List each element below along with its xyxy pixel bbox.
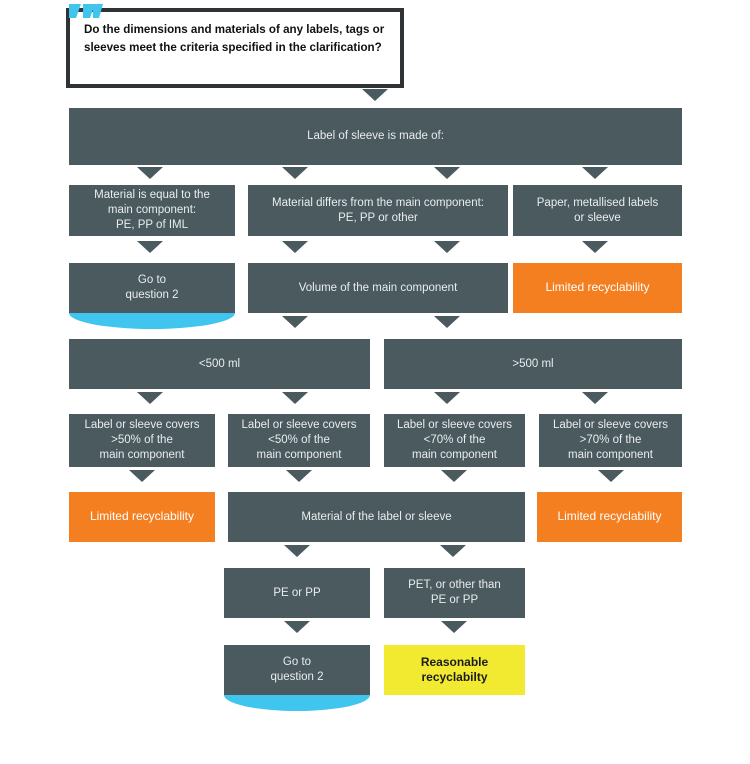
arrow-under500-to-covers-gt50 (137, 392, 163, 404)
goto-drip-top (69, 313, 235, 329)
arrow-pet-to-reasonable (441, 621, 467, 633)
arrow-material-equal-to-goto (137, 241, 163, 253)
node-label-made-of: Label of sleeve is made of: (69, 108, 682, 165)
node-covers-lt70: Label or sleeve covers <70% of the main … (384, 414, 525, 467)
node-volume-main-component: Volume of the main component (248, 263, 508, 313)
question-text: Do the dimensions and materials of any l… (84, 23, 385, 54)
arrow-material-to-pet-other (440, 545, 466, 557)
arrow-label-to-material-differs-right (434, 167, 460, 179)
arrow-covers-lt70-to-material (441, 470, 467, 482)
arrow-covers-lt50-to-material (286, 470, 312, 482)
node-goto-question-2-bottom: Go to question 2 (224, 645, 370, 695)
arrow-pe-or-pp-to-goto (284, 621, 310, 633)
node-reasonable-recyclability: Reasonable recyclabilty (384, 645, 525, 695)
arrow-paper-to-limited (582, 241, 608, 253)
node-material-equal: Material is equal to the main component:… (69, 185, 235, 236)
node-limited-recyclability-right: Limited recyclability (537, 492, 682, 542)
arrow-covers-gt50-to-limited-left (129, 470, 155, 482)
node-pe-or-pp: PE or PP (224, 568, 370, 618)
arrow-volume-to-over-500 (434, 316, 460, 328)
arrow-question-to-label-made-of (362, 89, 388, 101)
arrow-volume-to-under-500 (282, 316, 308, 328)
arrow-label-to-paper-metallised (582, 167, 608, 179)
arrow-material-to-pe-or-pp (284, 545, 310, 557)
node-material-differs: Material differs from the main component… (248, 185, 508, 236)
node-goto-question-2-top: Go to question 2 (69, 263, 235, 313)
node-over-500ml: >500 ml (384, 339, 682, 389)
goto-drip-bottom (224, 695, 370, 711)
node-pet-or-other: PET, or other than PE or PP (384, 568, 525, 618)
arrow-label-to-material-differs-left (282, 167, 308, 179)
node-paper-metallised: Paper, metallised labels or sleeve (513, 185, 682, 236)
arrow-covers-gt70-to-limited-right (598, 470, 624, 482)
arrow-material-differs-to-volume-right (434, 241, 460, 253)
node-covers-lt50: Label or sleeve covers <50% of the main … (228, 414, 370, 467)
arrow-over500-to-covers-gt70 (582, 392, 608, 404)
question-box: Do the dimensions and materials of any l… (66, 8, 404, 88)
node-limited-recyclability-top-right: Limited recyclability (513, 263, 682, 313)
arrow-label-to-material-equal (137, 167, 163, 179)
node-covers-gt50: Label or sleeve covers >50% of the main … (69, 414, 215, 467)
node-covers-gt70: Label or sleeve covers >70% of the main … (539, 414, 682, 467)
node-limited-recyclability-left: Limited recyclability (69, 492, 215, 542)
arrow-material-differs-to-volume-left (282, 241, 308, 253)
node-material-of-label-or-sleeve: Material of the label or sleeve (228, 492, 525, 542)
arrow-under500-to-covers-lt50 (282, 392, 308, 404)
brand-chevrons-icon (69, 4, 103, 18)
node-under-500ml: <500 ml (69, 339, 370, 389)
arrow-over500-to-covers-lt70 (434, 392, 460, 404)
